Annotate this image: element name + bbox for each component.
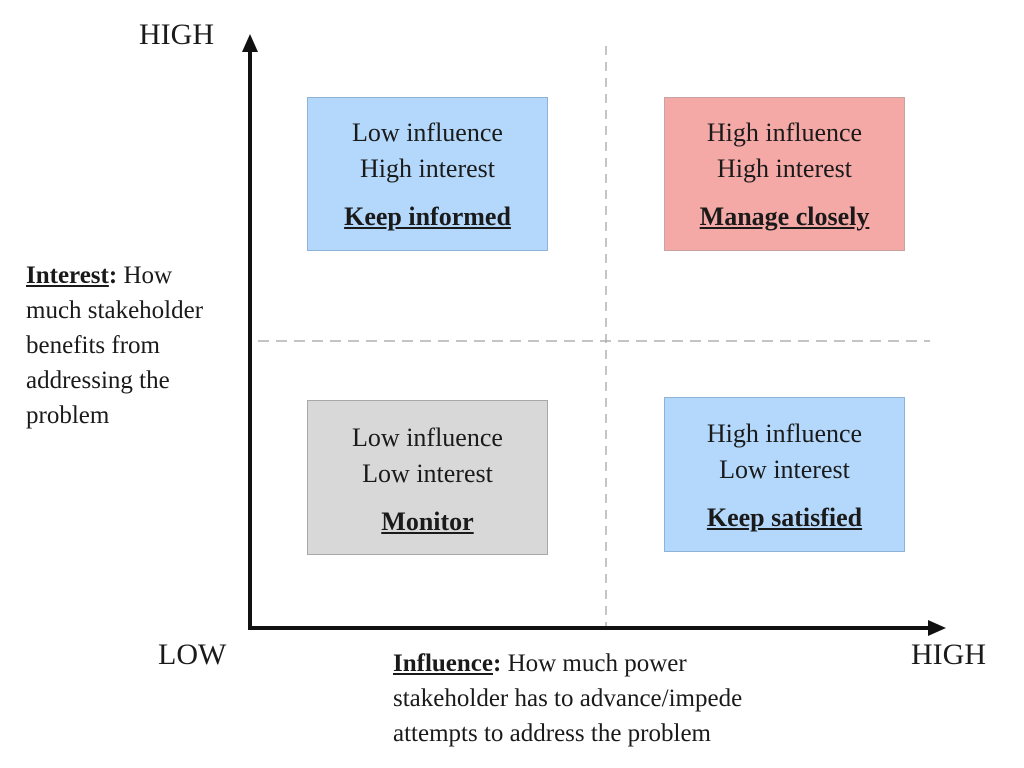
y-axis-description: Interest: How much stakeholder benefits … — [26, 258, 246, 433]
quadrant-interest-text: High interest — [716, 154, 853, 183]
quadrant-keep-informed: Low influence High interest Keep informe… — [307, 97, 548, 251]
y-axis-arrowhead — [242, 34, 258, 52]
y-axis-desc-line-4: addressing the — [26, 367, 170, 394]
y-axis-desc-line-5: problem — [26, 402, 110, 429]
y-axis-term: Interest: — [26, 262, 118, 289]
quadrant-action-label: Monitor — [381, 507, 474, 536]
x-axis-arrowhead — [928, 620, 946, 636]
quadrant-interest-text: High interest — [359, 154, 496, 183]
x-axis-term: Influence: — [393, 650, 502, 677]
quadrant-keep-satisfied: High influence Low interest Keep satisfi… — [664, 397, 905, 552]
quadrant-interest-text: Low interest — [719, 455, 850, 484]
x-axis-high-label: HIGH — [911, 638, 986, 671]
x-axis-desc-line-3: attempts to address the problem — [393, 720, 711, 747]
y-axis-desc-line-1: How — [117, 262, 173, 289]
quadrant-influence-text: Low influence — [352, 118, 503, 147]
x-axis-description: Influence: How much power stakeholder ha… — [393, 646, 833, 751]
quadrant-interest-text: Low interest — [362, 459, 493, 488]
quadrant-action-label: Keep satisfied — [706, 503, 863, 532]
y-axis-desc-line-3: benefits from — [26, 332, 160, 359]
quadrant-influence-text: Low influence — [352, 423, 503, 452]
quadrant-monitor: Low influence Low interest Monitor — [307, 400, 548, 555]
quadrant-influence-text: High influence — [706, 419, 863, 448]
x-axis-low-label: LOW — [158, 638, 227, 671]
quadrant-influence-text: High influence — [706, 118, 863, 147]
y-axis-high-label: HIGH — [139, 18, 214, 51]
x-axis-desc-line-2: stakeholder has to advance/impede — [393, 685, 743, 712]
y-axis-desc-line-2: much stakeholder — [26, 297, 204, 324]
quadrant-action-label: Manage closely — [699, 202, 870, 231]
quadrant-action-label: Keep informed — [344, 202, 511, 231]
x-axis-desc-line-1: How much power — [501, 650, 687, 677]
quadrant-manage-closely: High influence High interest Manage clos… — [664, 97, 905, 251]
